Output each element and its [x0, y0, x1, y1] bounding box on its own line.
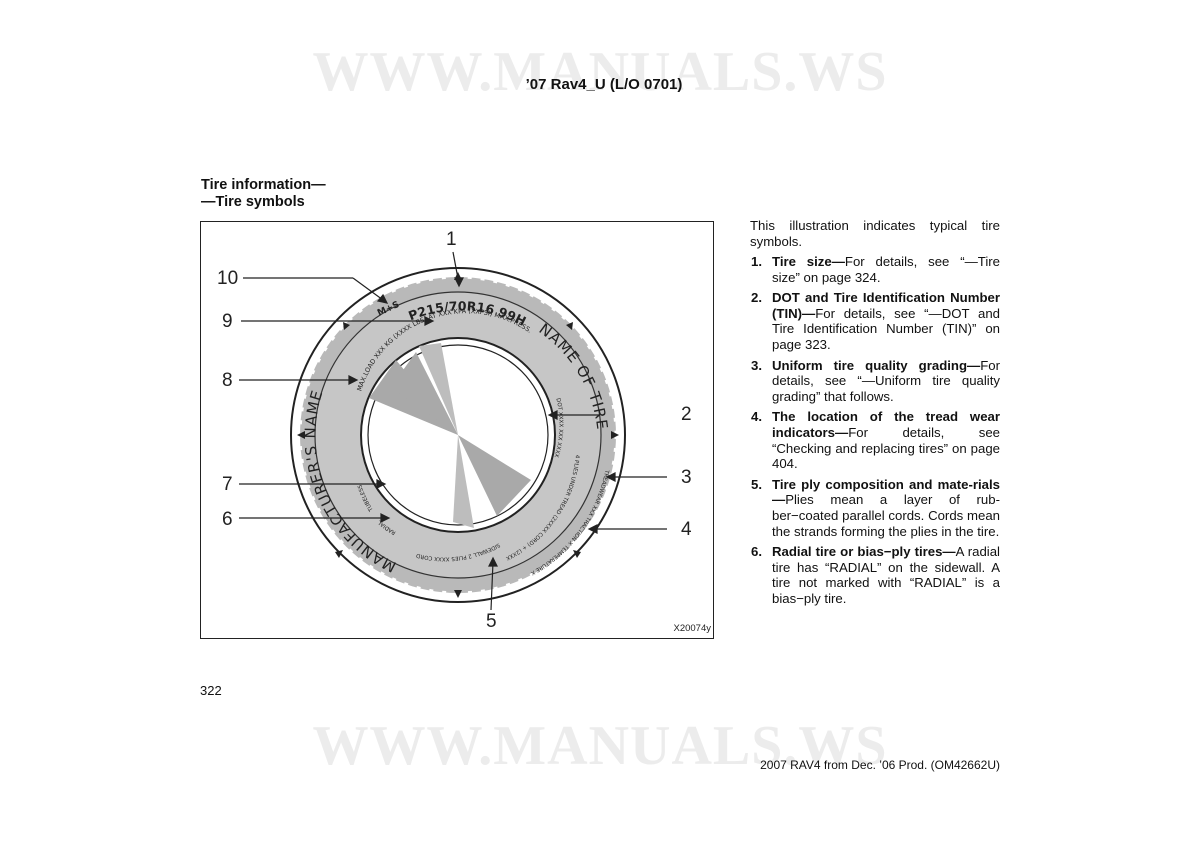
watermark-top: WWW.MANUALS.WS: [312, 41, 888, 103]
item-heading: DOT and Tire Identification Number (TIN)…: [772, 290, 1000, 321]
callout-4: 4: [681, 519, 692, 540]
watermark-bottom: WWW.MANUALS.WS: [312, 715, 888, 777]
list-item: 1. Tire size—For details, see “—Tire size…: [750, 254, 1000, 285]
header-code: ’07 Rav4_U (L/O 0701): [525, 76, 683, 93]
item-number: 6.: [751, 544, 762, 560]
item-heading: Uniform tire quality grading—: [772, 357, 981, 373]
dot-marking: DOT XXXX XXX XXXX: [553, 398, 564, 458]
item-heading: The location of the tread wear indicator…: [772, 409, 1000, 440]
callout-6: 6: [222, 509, 233, 530]
tire-drawing: P215/70R16 99H M+S MAX.LOAD XXX KG (XXXX…: [201, 222, 667, 611]
list-item: 5. Tire ply composition and mate-rials—Pl…: [750, 477, 1000, 539]
list-item: 6. Radial tire or bias−ply tires—A radial…: [750, 544, 1000, 606]
item-heading: Tire ply composition and mate-rials—: [772, 476, 1000, 508]
rim-reflection: [391, 352, 458, 435]
rim-reflection: [419, 343, 458, 435]
figure-code: X20074y: [673, 623, 711, 634]
section-title-line2: —Tire symbols: [201, 194, 305, 210]
item-number: 4.: [751, 409, 762, 425]
callout-5: 5: [486, 611, 497, 632]
item-heading: Radial tire or bias−ply tires—: [772, 544, 956, 560]
footer-edition: 2007 RAV4 from Dec. ’06 Prod. (OM42662U): [760, 758, 1000, 772]
callout-2: 2: [681, 404, 692, 425]
item-number: 3.: [751, 357, 762, 373]
item-text: For details, see “—Tire size” on page 32…: [772, 254, 1000, 285]
callout-3: 3: [681, 467, 692, 488]
callout-7: 7: [222, 474, 233, 495]
item-text: Plies mean a layer of rub-ber−coated par…: [772, 492, 1000, 539]
callout-8: 8: [222, 370, 233, 391]
list-item: 4. The location of the tread wear indicat…: [750, 409, 1000, 471]
tire-symbol-list: 1. Tire size—For details, see “—Tire size…: [750, 254, 1000, 611]
svg-text:DOT XXXX XXX XXXX: DOT XXXX XXX XXXX: [553, 398, 564, 458]
callout-1: 1: [446, 229, 457, 250]
callout-leaders: [239, 251, 667, 611]
item-number: 5.: [751, 476, 762, 492]
list-item: 2. DOT and Tire Identification Number (TI…: [750, 290, 1000, 352]
tread-wear-indicators: [297, 272, 619, 598]
item-text: For details, see “—DOT and Tire Identifi…: [772, 305, 1000, 352]
item-heading: Tire size—: [772, 254, 845, 269]
item-number: 2.: [751, 290, 762, 306]
item-text: For details, see “—Uniform tire quality …: [772, 357, 1000, 404]
section-title: Tire information— —Tire symbols: [201, 177, 326, 211]
page-number: 322: [200, 683, 222, 698]
rim-reflection: [458, 435, 531, 516]
item-text: For details, see “Checking and replacing…: [772, 424, 1000, 472]
rim-reflection: [453, 435, 474, 528]
item-text: A radial tire has “RADIAL” on the sidewa…: [772, 544, 1000, 606]
callout-9: 9: [222, 311, 233, 332]
list-item: 3. Uniform tire quality grading—For detai…: [750, 358, 1000, 405]
tire-illustration: P215/70R16 99H M+S MAX.LOAD XXX KG (XXXX…: [200, 221, 714, 639]
item-number: 1.: [751, 254, 762, 269]
intro-paragraph: This illustration indicates typical tire…: [750, 218, 1000, 249]
callout-10: 10: [217, 268, 239, 289]
section-title-line1: Tire information—: [201, 177, 326, 193]
